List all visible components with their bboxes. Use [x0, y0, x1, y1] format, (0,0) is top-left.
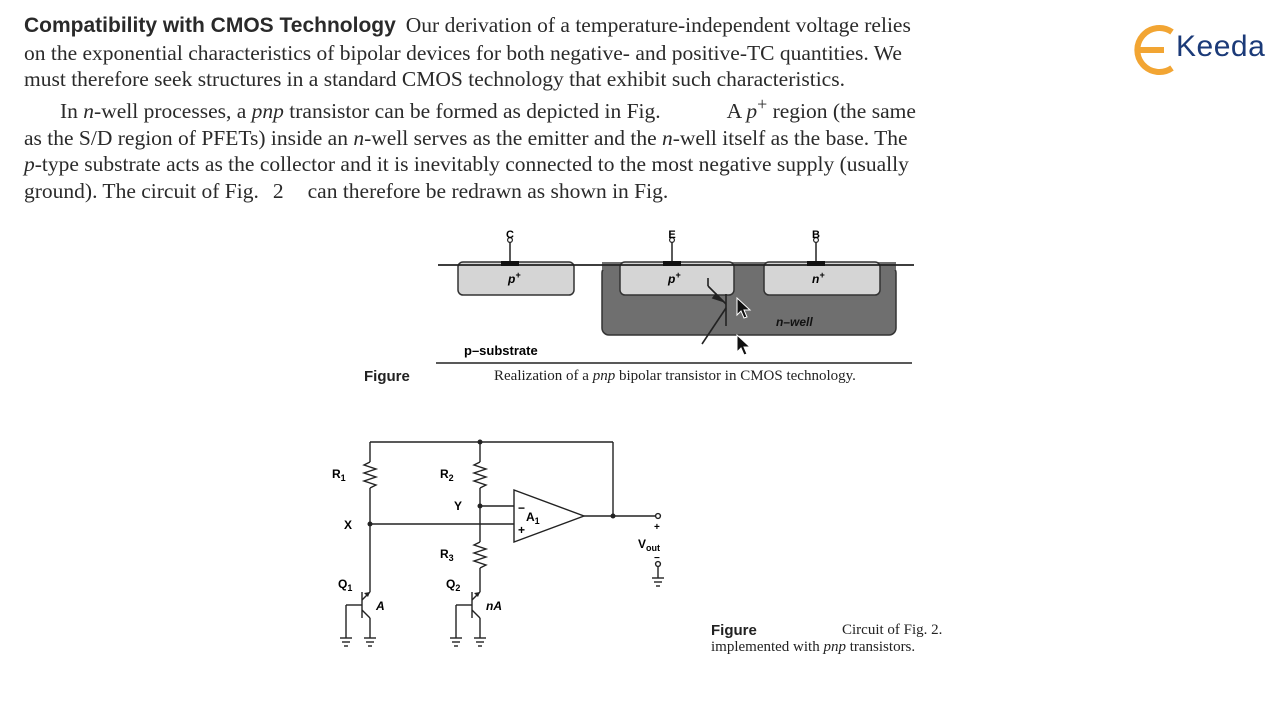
paragraph-1-line-3: must therefore seek structures in a stan…: [24, 67, 845, 91]
text-run: -type substrate acts as the collector an…: [34, 152, 909, 177]
text-run: as the S/D region of PFETs) inside an: [24, 125, 348, 150]
figure-1-label: Figure: [364, 368, 410, 385]
figure-1-caption: Realization of a pnp bipolar transistor …: [494, 368, 856, 384]
figure-2-caption-line-2: implemented with pnp transistors.: [711, 639, 916, 655]
section-heading: Compatibility with CMOS Technology: [24, 14, 396, 37]
q2-area-label: nA: [486, 599, 502, 613]
n-well-top-fill: [602, 262, 896, 270]
node-dot: [477, 439, 483, 445]
text-run: -well itself as the base. The: [672, 125, 908, 150]
r1-label: R1: [332, 467, 346, 483]
p-substrate-label: p–substrate: [464, 343, 538, 358]
text-run: -well serves as the emitter and the: [364, 125, 657, 150]
q1-label: Q1: [338, 577, 352, 593]
terminal-c-label: C: [506, 229, 514, 241]
q2-label: Q2: [446, 577, 460, 593]
op-amp-a1: [513, 488, 587, 544]
paragraph-1-line-1: Our derivation of a temperature-independ…: [405, 13, 911, 37]
text-run: 2: [272, 178, 284, 203]
ground-icon: [450, 637, 462, 647]
text-run-italic: n: [661, 125, 673, 150]
region-n-plus-label: n+: [812, 270, 825, 286]
text-run-italic: n: [353, 125, 365, 150]
text-run: ground). The circuit of Fig.: [24, 178, 259, 203]
text-run: In: [60, 99, 78, 124]
text-run: -well processes, a: [94, 99, 247, 124]
vout-label: Vout: [638, 537, 660, 553]
paragraph-1: Compatibility with CMOS Technology Our de…: [24, 12, 1239, 93]
pnp-transistor-symbol: [701, 278, 727, 345]
ground-icon: [340, 637, 352, 647]
node-dot: [477, 503, 483, 509]
text-run-italic: p: [24, 152, 35, 177]
q2-emitter-arrow: [474, 592, 480, 597]
region-p-plus-label: p+: [667, 270, 681, 286]
q1-emitter-arrow: [364, 592, 370, 597]
node-dot: [610, 513, 616, 519]
op-amp-minus-label: −: [518, 501, 525, 515]
logo-e-icon: [1134, 25, 1174, 75]
op-amp-label: A1: [526, 510, 540, 526]
node-dot: [367, 521, 373, 527]
r2-label: R2: [440, 467, 454, 483]
r1-resistor: [361, 461, 379, 489]
paragraph-2: In n-well processes, a pnp transistor ca…: [24, 91, 1239, 204]
region-p-plus-label: p+: [507, 270, 521, 286]
vout-minus-label: −: [654, 553, 660, 564]
text-run-italic: p: [746, 99, 758, 124]
q1-area-label: A: [375, 599, 385, 613]
terminal-e-label: E: [668, 229, 675, 241]
ground-icon: [652, 577, 664, 587]
text-run: region (the same: [772, 99, 916, 124]
figure-2-label: Figure: [711, 622, 757, 639]
emitter-contact: [663, 237, 681, 266]
cmos-cross-section-diagram: C E B p+ p+ n+ n–well p–substrate: [436, 229, 914, 364]
paragraph-1-line-2: on the exponential characteristics of bi…: [24, 40, 902, 65]
r3-label: R3: [440, 547, 454, 563]
ground-icon: [364, 637, 376, 647]
op-amp-plus-label: +: [518, 523, 525, 537]
text-run: A: [726, 99, 741, 124]
n-well-label: n–well: [776, 315, 813, 329]
mouse-cursor-icon: [736, 334, 752, 356]
terminal-b-label: B: [812, 229, 820, 241]
r2-resistor: [471, 461, 489, 489]
r3-resistor: [471, 541, 489, 569]
collector-contact: [501, 237, 519, 266]
text-run: can therefore be redrawn as shown in Fig…: [307, 178, 669, 203]
text-run-italic: pnp: [251, 99, 284, 124]
logo-text: Keeda: [1176, 30, 1266, 63]
superscript: +: [757, 94, 768, 114]
node-x-label: X: [344, 518, 352, 532]
figure-2-caption-line-1: Circuit of Fig. 2.: [842, 622, 943, 638]
base-contact: [807, 237, 825, 266]
node-y-label: Y: [454, 499, 462, 513]
ground-icon: [474, 637, 486, 647]
text-run: transistor can be formed as depicted in …: [289, 99, 661, 124]
vout-plus-label: +: [654, 522, 660, 533]
mouse-cursor-icon: [736, 297, 752, 319]
bandgap-circuit-diagram: R1 R2 R3 X Y A1 − + Q1 Q2 A nA + Vout −: [332, 439, 664, 647]
ekeeda-logo: Keeda: [1128, 18, 1278, 82]
text-run-italic: n: [83, 99, 95, 124]
